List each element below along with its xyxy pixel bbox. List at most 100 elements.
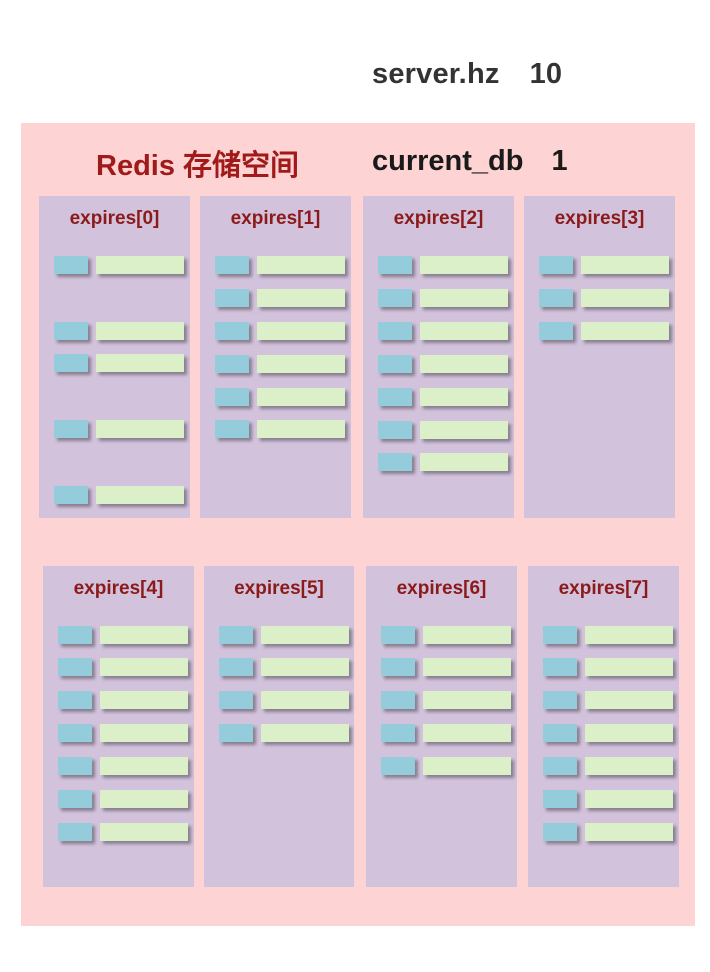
entry-key-block <box>58 658 92 676</box>
entry-value-block <box>585 724 673 742</box>
server-hz-label: server.hz <box>372 58 500 90</box>
server-hz-value: 10 <box>529 58 563 90</box>
expires-column: expires[3] <box>524 196 675 518</box>
expires-entry <box>378 256 510 274</box>
entry-value-block <box>261 691 349 709</box>
entry-key-block <box>381 626 415 644</box>
entry-value-block <box>100 626 188 644</box>
entry-value-block <box>585 626 673 644</box>
expires-entry <box>58 790 190 808</box>
entry-key-block <box>378 453 412 471</box>
entry-key-block <box>215 420 249 438</box>
expires-entry <box>543 724 675 742</box>
expires-entry <box>539 289 671 307</box>
entry-key-block <box>215 256 249 274</box>
entry-value-block <box>261 626 349 644</box>
entry-value-block <box>257 420 345 438</box>
entry-key-block <box>58 691 92 709</box>
entry-value-block <box>420 322 508 340</box>
entry-value-block <box>261 724 349 742</box>
entry-value-block <box>585 757 673 775</box>
expires-label: expires[4] <box>73 578 164 599</box>
entry-key-block <box>54 256 88 274</box>
entry-key-block <box>58 790 92 808</box>
entry-key-block <box>543 823 577 841</box>
expires-column: expires[2] <box>363 196 514 518</box>
expires-entry <box>381 724 513 742</box>
expires-entry <box>543 626 675 644</box>
expires-entry <box>378 421 510 439</box>
expires-label: expires[6] <box>396 578 487 599</box>
expires-label: expires[2] <box>393 208 484 229</box>
entry-key-block <box>539 256 573 274</box>
expires-column: expires[4] <box>43 566 194 887</box>
expires-entry <box>58 757 190 775</box>
expires-column: expires[6] <box>366 566 517 887</box>
entry-key-block <box>54 354 88 372</box>
expires-entry <box>215 420 347 438</box>
expires-entry <box>543 790 675 808</box>
expires-label: expires[0] <box>69 208 160 229</box>
expires-entry <box>219 691 351 709</box>
entry-key-block <box>58 626 92 644</box>
entry-key-block <box>215 355 249 373</box>
entry-key-block <box>543 626 577 644</box>
expires-entry <box>58 691 190 709</box>
entry-key-block <box>58 757 92 775</box>
expires-entry <box>378 322 510 340</box>
expires-label: expires[3] <box>554 208 645 229</box>
entry-value-block <box>96 420 184 438</box>
entry-value-block <box>420 355 508 373</box>
expires-entry <box>215 388 347 406</box>
entry-key-block <box>58 823 92 841</box>
entry-value-block <box>581 256 669 274</box>
expires-column: expires[5] <box>204 566 354 887</box>
current-db-value: 1 <box>551 145 568 177</box>
entry-value-block <box>585 823 673 841</box>
entry-key-block <box>543 724 577 742</box>
storage-title: Redis 存储空间 <box>96 150 300 182</box>
expires-entry <box>219 626 351 644</box>
expires-entry <box>381 626 513 644</box>
expires-entry <box>378 289 510 307</box>
entry-key-block <box>543 790 577 808</box>
expires-entry <box>381 691 513 709</box>
entry-key-block <box>539 322 573 340</box>
expires-entry <box>54 486 186 504</box>
entry-key-block <box>54 486 88 504</box>
entry-value-block <box>423 626 511 644</box>
entry-key-block <box>539 289 573 307</box>
entry-key-block <box>543 658 577 676</box>
entry-key-block <box>381 724 415 742</box>
expires-column: expires[7] <box>528 566 679 887</box>
entry-key-block <box>54 322 88 340</box>
expires-entry <box>219 658 351 676</box>
expires-entry <box>219 724 351 742</box>
entry-value-block <box>257 322 345 340</box>
expires-label: expires[5] <box>234 578 324 599</box>
entry-value-block <box>96 486 184 504</box>
entry-key-block <box>215 388 249 406</box>
entry-value-block <box>423 757 511 775</box>
entry-key-block <box>543 691 577 709</box>
entry-key-block <box>219 724 253 742</box>
entry-key-block <box>219 626 253 644</box>
entry-key-block <box>543 757 577 775</box>
entry-key-block <box>378 256 412 274</box>
expires-entry <box>215 256 347 274</box>
expires-label: expires[1] <box>230 208 321 229</box>
entry-key-block <box>378 355 412 373</box>
entry-value-block <box>420 388 508 406</box>
entry-value-block <box>257 256 345 274</box>
entry-value-block <box>420 256 508 274</box>
expires-entry <box>543 757 675 775</box>
expires-entry <box>58 658 190 676</box>
expires-entry <box>539 256 671 274</box>
entry-value-block <box>420 421 508 439</box>
entry-key-block <box>381 757 415 775</box>
expires-entry <box>54 256 186 274</box>
expires-entry <box>378 453 510 471</box>
entry-key-block <box>378 289 412 307</box>
entry-value-block <box>420 453 508 471</box>
